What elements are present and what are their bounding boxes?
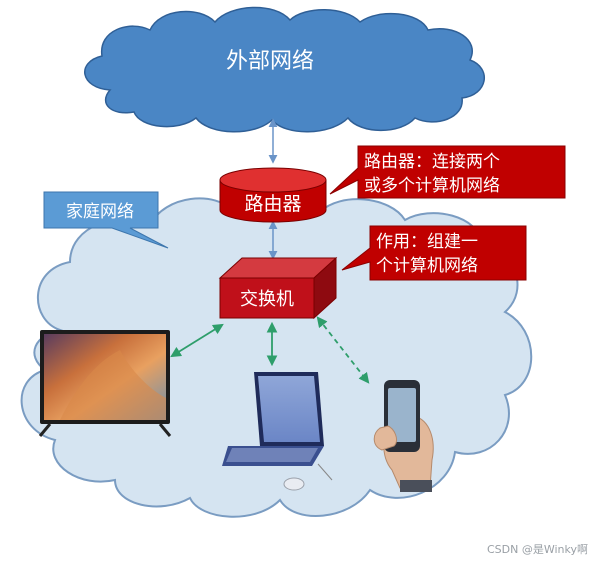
home-network-label: 家庭网络 [66, 202, 134, 222]
external-network-cloud: 外部网络 [84, 6, 486, 133]
switch-label: 交换机 [240, 289, 294, 310]
router-callout: 路由器：连接两个 或多个计算机网络 [329, 145, 566, 199]
switch-phone-link [316, 316, 370, 384]
switch-icon: 交换机 [218, 256, 338, 320]
router-label: 路由器 [244, 193, 301, 215]
switch-callout-line-1: 作用：组建一 [376, 232, 478, 252]
router-callout-line-1: 路由器：连接两个 [364, 152, 500, 172]
switch-callout-line-2: 个计算机网络 [376, 256, 478, 276]
laptop-icon [222, 372, 333, 491]
home-network-callout: 家庭网络 [43, 191, 169, 249]
mouse-icon [283, 477, 305, 491]
switch-callout: 作用：组建一 个计算机网络 [341, 225, 527, 281]
router-callout-line-2: 或多个计算机网络 [364, 176, 500, 196]
smartphone-icon [373, 380, 434, 492]
switch-tv-link [170, 323, 224, 358]
tv-icon [38, 330, 172, 437]
router-icon: 路由器 [219, 167, 327, 223]
credit-text: CSDN @是Winky啊 [486, 543, 588, 556]
external-network-label: 外部网络 [226, 49, 314, 74]
